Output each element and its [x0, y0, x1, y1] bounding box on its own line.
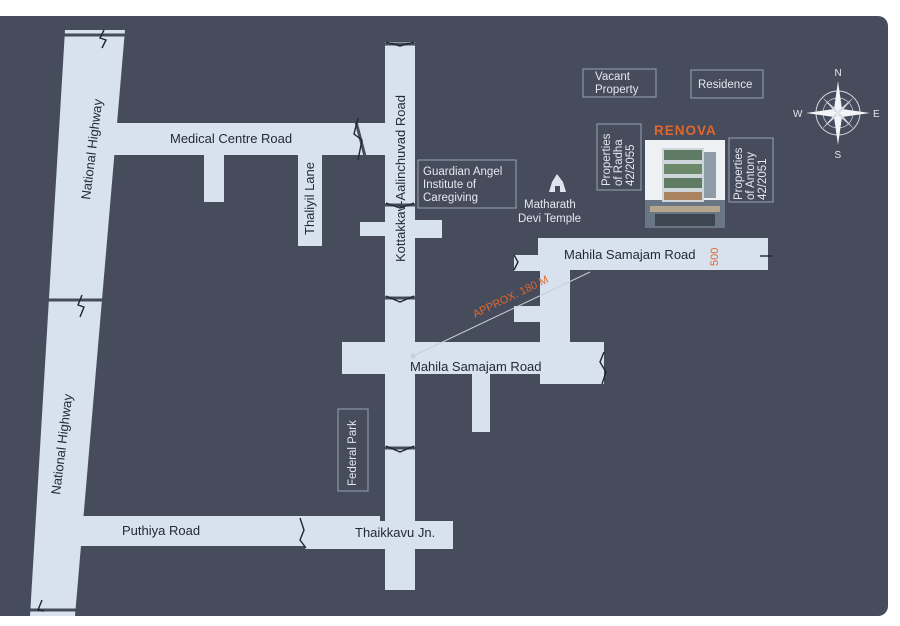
thaliyil-lane-label: Thaliyil Lane: [302, 162, 317, 235]
connector-spur: [514, 306, 544, 322]
medical-centre-spur: [204, 152, 224, 202]
federal-park-label: Federal Park: [347, 420, 359, 486]
antony-line-2: of Antony: [745, 152, 757, 200]
radha-property-place: Properties of Radha 42/2055: [596, 123, 642, 191]
medical-centre-road-label: Medical Centre Road: [170, 131, 292, 146]
thaikkavu-junction: [305, 521, 453, 549]
mahila-road-lower-ext: [540, 352, 604, 384]
compass-s-label: S: [835, 150, 842, 161]
national-highway: [30, 30, 125, 616]
antony-property-place: Properties of Antony 42/2051: [728, 137, 774, 203]
compass-n-label: N: [835, 68, 842, 79]
residence-place: Residence: [690, 69, 764, 99]
kottakkav-road: [385, 42, 415, 590]
left-spur: [360, 222, 390, 236]
radha-line-2: of Radha: [613, 139, 625, 186]
radha-line-1: Properties: [601, 133, 613, 186]
distance-start-dot: [410, 353, 416, 359]
kottakkav-road-label: Kottakkav-Aalinchuvad Road: [393, 95, 408, 262]
guardian-spur: [400, 220, 442, 238]
residence-label: Residence: [698, 79, 752, 91]
mahila-road-upper-west: [514, 255, 544, 271]
mahila-road-upper-label: Mahila Samajam Road: [564, 247, 696, 262]
temple-line-2: Devi Temple: [518, 213, 581, 225]
mahila-road-lower-label: Mahila Samajam Road: [410, 359, 542, 374]
compass-w-label: W: [793, 109, 803, 120]
renova-building-image: [645, 140, 725, 228]
temple-place: Matharath Devi Temple: [518, 174, 581, 225]
mahila-road-upper: [538, 238, 768, 270]
medical-centre-road: [100, 123, 400, 155]
renova-project: RENOVA: [645, 123, 725, 228]
guardian-line-1: Guardian Angel: [423, 166, 502, 178]
vacant-line-1: Vacant: [595, 71, 631, 83]
thaikkavu-junction-label: Thaikkavu Jn.: [355, 525, 435, 540]
road-network: [30, 30, 768, 616]
temple-line-1: Matharath: [524, 199, 576, 211]
map-canvas: APPROX. 180 M 500 National Highway Natio…: [30, 29, 880, 616]
vacant-line-2: Property: [595, 84, 639, 96]
temple-icon: [549, 174, 566, 192]
thaliyil-lane: [298, 150, 322, 246]
renova-title: RENOVA: [654, 123, 717, 138]
distance-short-label: 500: [709, 248, 721, 266]
puthiya-road-label: Puthiya Road: [122, 523, 200, 538]
radha-line-3: 42/2055: [625, 144, 637, 186]
road-break-marks: [30, 29, 772, 612]
location-map: APPROX. 180 M 500 National Highway Natio…: [0, 16, 888, 616]
compass-e-label: E: [873, 109, 880, 120]
federal-park-place: Federal Park: [337, 408, 369, 492]
guardian-angel-place: Guardian Angel Institute of Caregiving: [417, 159, 517, 209]
distance-line: [412, 271, 591, 357]
connector-road: [540, 265, 570, 355]
mahila-road-lower-spur: [472, 370, 490, 432]
guardian-line-2: Institute of: [423, 179, 477, 191]
antony-line-3: 42/2051: [757, 158, 769, 200]
vacant-property-place: Vacant Property: [582, 68, 657, 98]
guardian-line-3: Caregiving: [423, 192, 478, 204]
compass-rose-icon: N S E W: [793, 68, 880, 161]
antony-line-1: Properties: [733, 147, 745, 200]
